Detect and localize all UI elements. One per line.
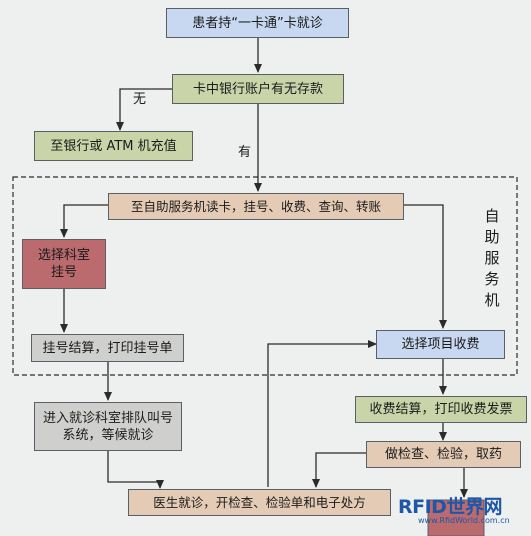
node-settle-register: 挂号结算，打印挂号单 (31, 334, 184, 362)
node-start: 患者持“一卡通”卡就诊 (166, 8, 349, 38)
node-queue: 进入就诊科室排队叫号系统，等候就诊 (34, 402, 182, 451)
watermark-url: www.RfidWorld.com.cn (418, 516, 510, 525)
arrow-check-to-recharge (116, 88, 172, 131)
node-doctor: 医生就诊，开检查、检验单和电子处方 (128, 489, 391, 516)
node-exam: 做检查、检验，取药 (366, 441, 521, 468)
node-recharge: 至银行或 ATM 机充值 (34, 131, 193, 161)
end-box-stub (427, 499, 485, 536)
node-select-dept: 选择科室 挂号 (22, 239, 106, 289)
node-self-service: 至自助服务机读卡，挂号、收费、查询、转账 (108, 193, 404, 220)
arrow-exam-to-doctor (312, 452, 366, 488)
label-no: 无 (133, 92, 147, 107)
self-service-group-border (12, 176, 518, 376)
node-settle-pay: 收费结算，打印收费发票 (355, 396, 527, 423)
arrow-selfservice-to-dept (60, 204, 108, 238)
arrow-doctor-to-item (267, 340, 377, 487)
arrow-queue-to-doctor (107, 451, 164, 489)
label-yes: 有 (238, 145, 252, 160)
watermark-logo: RFID世界网 (398, 496, 502, 518)
arrow-selfservice-to-item (404, 204, 447, 329)
node-check-balance: 卡中银行账户有无存款 (172, 74, 344, 104)
watermark: RFID世界网 www.RfidWorld.com.cn (396, 490, 529, 534)
self-service-group-label: 自助服务机 (484, 207, 500, 309)
node-select-item: 选择项目收费 (376, 330, 505, 359)
